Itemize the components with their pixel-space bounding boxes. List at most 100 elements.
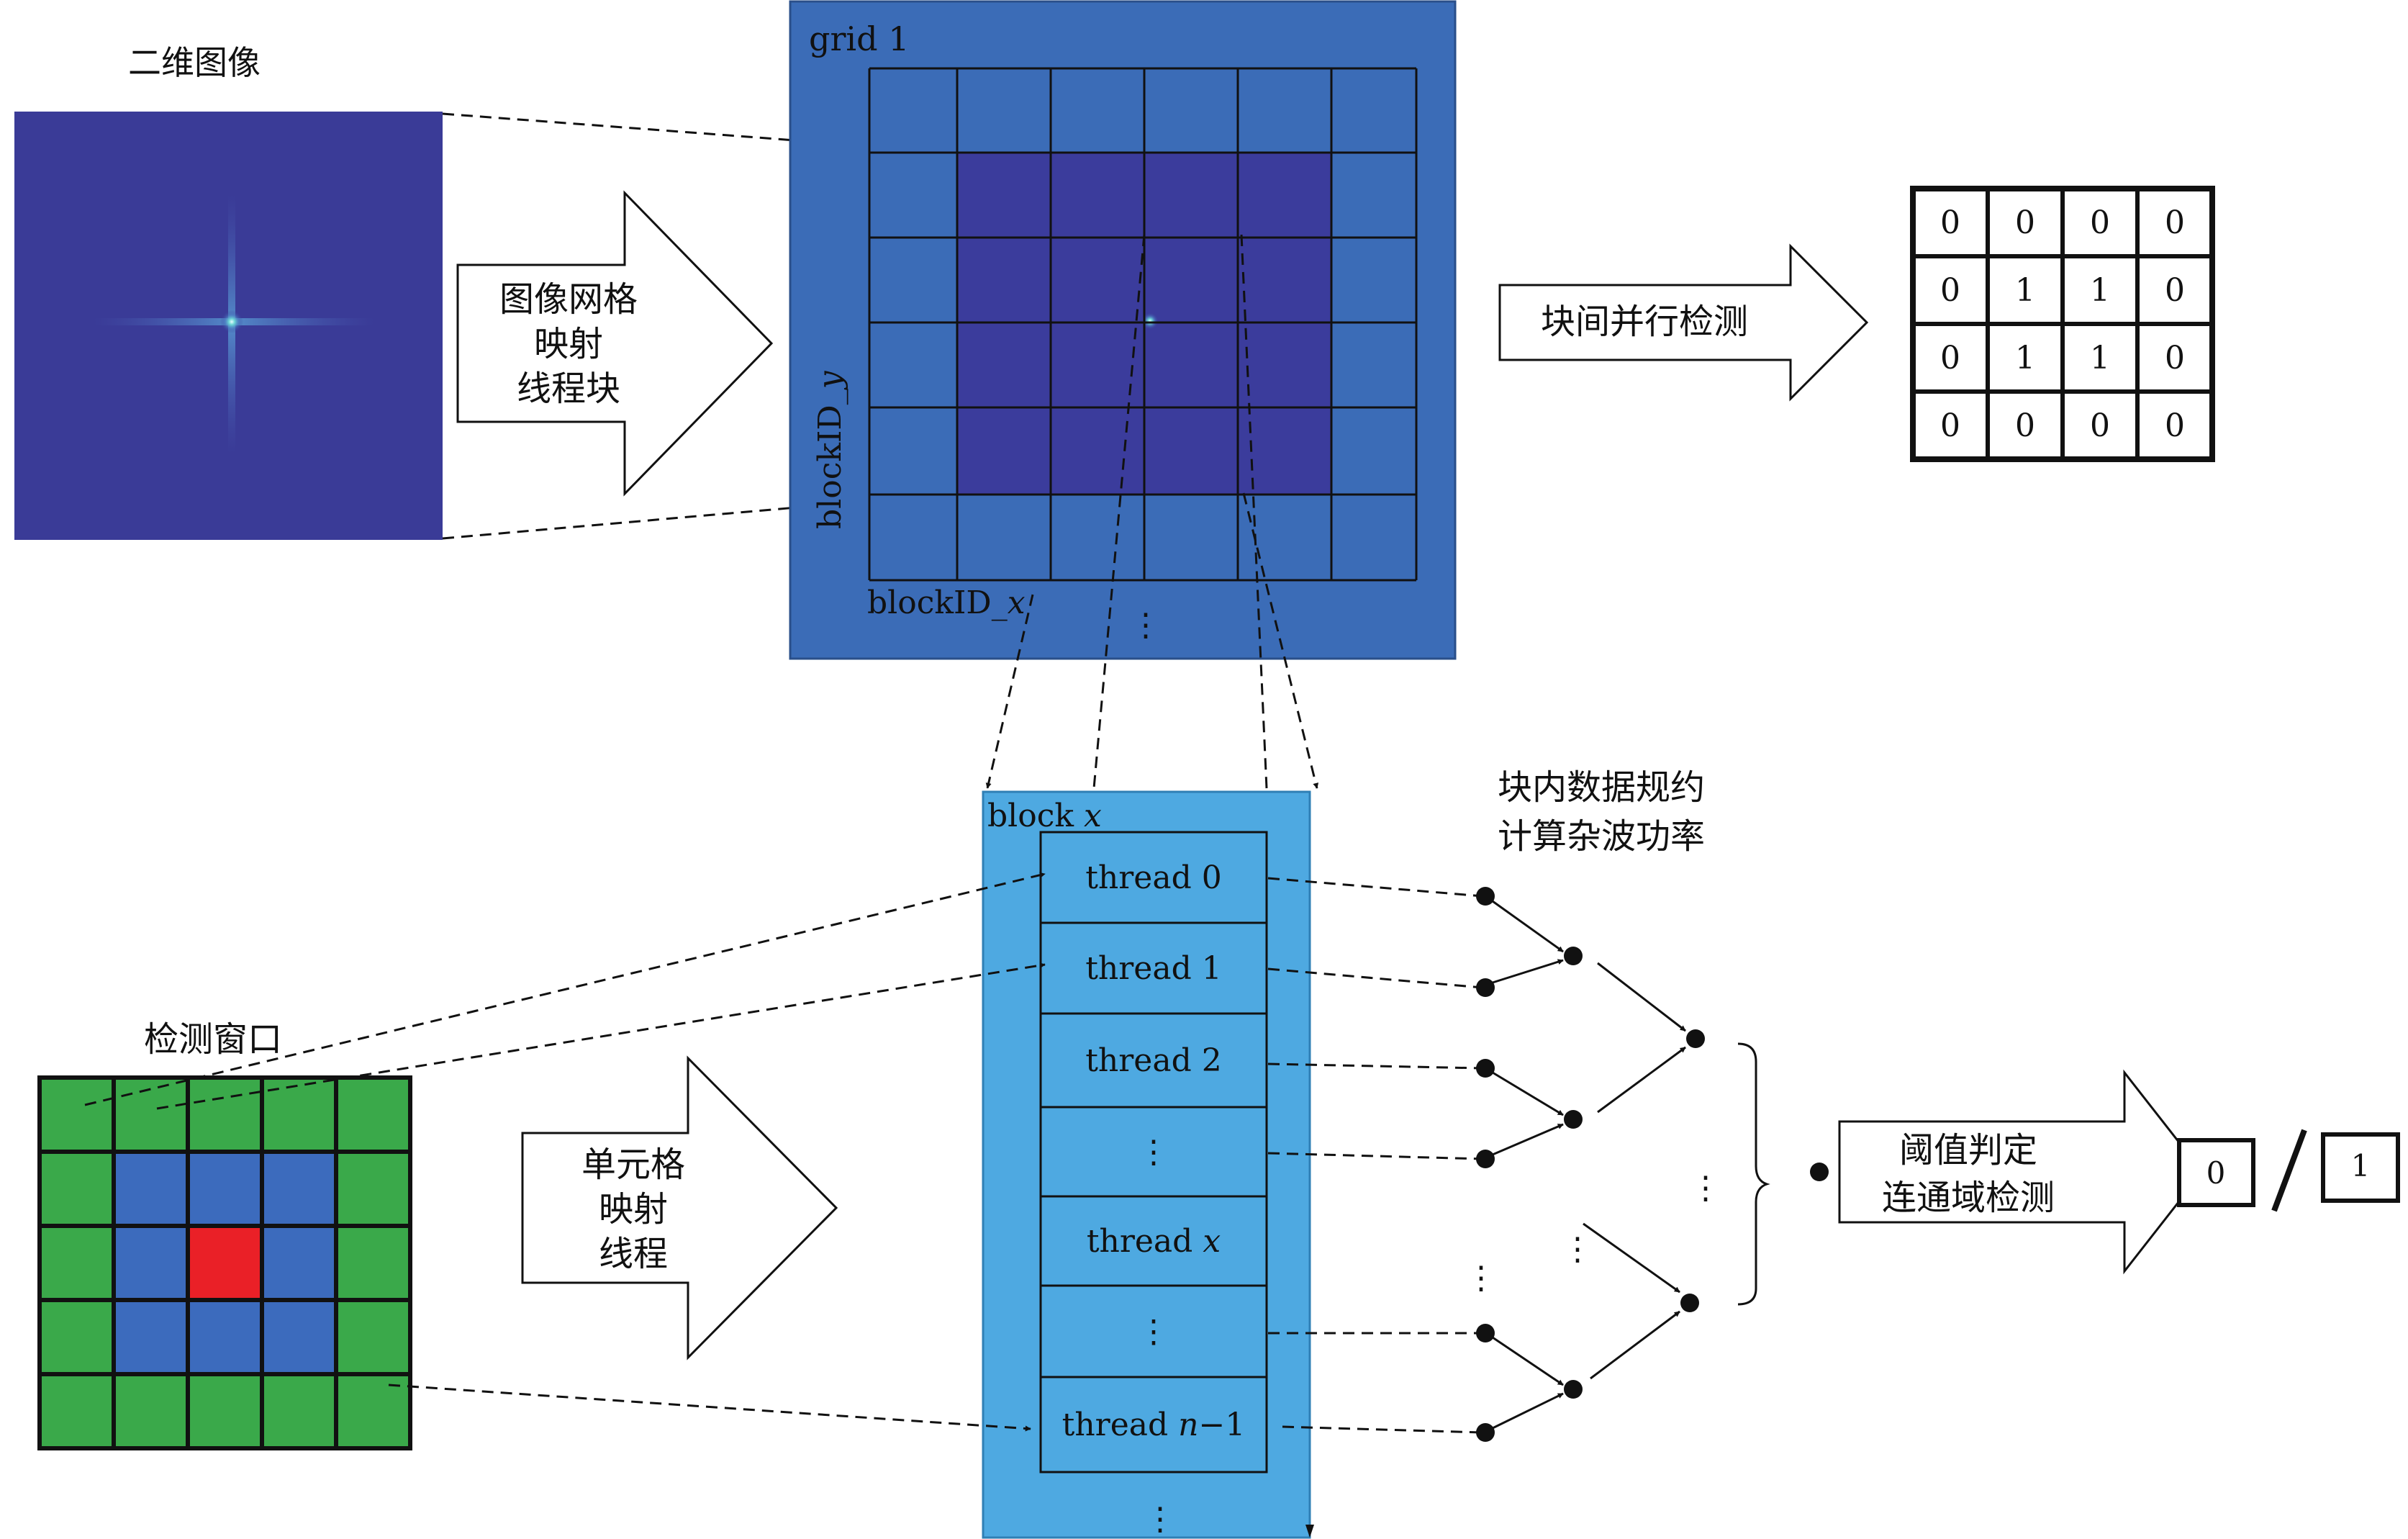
map-arrow-image-grid — [456, 190, 774, 497]
block-panel — [982, 790, 1311, 1539]
map-arrow-1-line-3: 线程块 — [517, 369, 620, 409]
window-cell — [186, 1298, 264, 1376]
map-arrow-2-line-3: 线程 — [599, 1234, 668, 1274]
reduction-edge-0 — [1492, 900, 1564, 953]
grid-label: grid 1 — [809, 19, 909, 58]
thread-label-6: thread n−1 — [1062, 1407, 1246, 1443]
grid-to-block-line-1 — [985, 594, 1034, 789]
inter-block-arrow — [1498, 243, 1869, 402]
result-cell: 1 — [2090, 340, 2110, 376]
window-cell — [260, 1224, 338, 1302]
window-cell — [37, 1298, 116, 1376]
thread-column-border — [1039, 831, 1268, 1473]
reduction-edge-7 — [1597, 1046, 1686, 1114]
result-cell: 0 — [1940, 340, 1960, 376]
output-box-0 — [2177, 1138, 2255, 1207]
image-to-grid-top-arrow — [442, 112, 958, 155]
window-cell — [186, 1224, 264, 1302]
window-cell — [260, 1150, 338, 1228]
grid-to-block-line-4 — [1242, 492, 1319, 789]
map-arrow-2-line-1: 单元格 — [581, 1145, 685, 1185]
reduction-leaf-node-1 — [1476, 978, 1495, 997]
grid-target-spot — [1141, 312, 1159, 330]
grid-axis-x-label: blockID_x — [867, 585, 1026, 621]
result-cell: 0 — [2165, 340, 2185, 376]
reduction-mid-node-2 — [1564, 1380, 1583, 1399]
reduction-top-node-0 — [1686, 1029, 1705, 1048]
reduction-leaf-node-5 — [1476, 1423, 1495, 1442]
window-cell — [112, 1298, 190, 1376]
map-arrow-1-line-1: 图像网格 — [499, 279, 638, 320]
reduction-dots-3: ⋮ — [1690, 1170, 1721, 1206]
grid-continuation-dots: ⋮ — [1130, 607, 1162, 644]
reduction-leaf-node-3 — [1476, 1150, 1495, 1168]
window-cell — [334, 1150, 412, 1228]
window-title: 检测窗口 — [144, 1019, 282, 1060]
reduction-edge-2 — [1492, 1071, 1564, 1116]
window-cell — [112, 1224, 190, 1302]
reduction-top-node-1 — [1680, 1294, 1699, 1312]
result-cell: 0 — [2090, 204, 2110, 241]
output-box-1 — [2321, 1132, 2400, 1203]
output-separator — [2271, 1129, 2307, 1212]
reduction-edge-4 — [1492, 1336, 1564, 1386]
window-cell — [112, 1150, 190, 1228]
reduction-title-line-1: 块内数据规约 — [1498, 767, 1705, 808]
reduction-edge-5 — [1492, 1392, 1564, 1430]
map-arrow-1-line-2: 映射 — [534, 324, 603, 364]
reduction-edge-6 — [1597, 962, 1686, 1032]
window-cell — [334, 1075, 412, 1154]
window-cell — [112, 1372, 190, 1450]
window-cell — [260, 1372, 338, 1450]
window-to-thread-1 — [156, 962, 1046, 1110]
map-arrow-2-line-2: 映射 — [599, 1189, 668, 1229]
thread-label-3: ⋮ — [1138, 1134, 1169, 1170]
window-cell — [186, 1075, 264, 1154]
result-cell: 0 — [2015, 204, 2035, 241]
thread-label-1: thread 1 — [1085, 950, 1221, 987]
output-value-0: 0 — [2206, 1155, 2226, 1191]
result-cell: 1 — [2015, 340, 2035, 376]
reduction-leaf-node-4 — [1476, 1324, 1495, 1342]
thread-to-node-0 — [1267, 877, 1483, 899]
window-cell — [112, 1075, 190, 1154]
window-cell — [37, 1372, 116, 1450]
reduction-title-line-2: 计算杂波功率 — [1498, 816, 1705, 857]
result-cell: 0 — [1940, 204, 1960, 241]
grid-axis-y-label: blockID_y — [812, 370, 848, 529]
reduction-mid-node-0 — [1564, 947, 1583, 965]
window-cell — [260, 1298, 338, 1376]
map-arrow-cell-thread — [521, 1055, 838, 1360]
window-cell — [37, 1075, 116, 1154]
reduction-result-node — [1810, 1163, 1829, 1181]
reduction-dots-2: ⋮ — [1562, 1231, 1593, 1268]
reduction-leaf-node-2 — [1476, 1059, 1495, 1078]
result-cell: 0 — [2165, 407, 2185, 444]
image-title: 二维图像 — [128, 43, 261, 82]
output-value-1: 1 — [2351, 1148, 2371, 1183]
inter-block-arrow-label: 块间并行检测 — [1541, 302, 1748, 342]
reduction-leaf-node-0 — [1476, 887, 1495, 906]
window-cell — [186, 1372, 264, 1450]
result-cell: 0 — [2165, 272, 2185, 309]
thread-label-2: thread 2 — [1085, 1042, 1221, 1079]
reduction-brace — [1737, 1042, 1770, 1306]
image-target-spot — [220, 310, 243, 333]
threshold-arrow — [1838, 1069, 2204, 1275]
thread-to-node-3 — [1267, 1152, 1483, 1162]
window-cell — [37, 1224, 116, 1302]
reduction-edge-3 — [1492, 1123, 1564, 1156]
detection-window — [37, 1075, 412, 1450]
thread-to-node-2 — [1267, 1062, 1483, 1071]
result-cell: 0 — [2165, 204, 2185, 241]
window-cell — [37, 1150, 116, 1228]
result-cell: 0 — [2015, 407, 2035, 444]
result-cell: 1 — [2090, 272, 2110, 309]
thread-to-node-5 — [1282, 1425, 1483, 1435]
window-cell — [186, 1150, 264, 1228]
reduction-mid-node-1 — [1564, 1110, 1583, 1129]
window-to-thread-0 — [84, 872, 1046, 1106]
